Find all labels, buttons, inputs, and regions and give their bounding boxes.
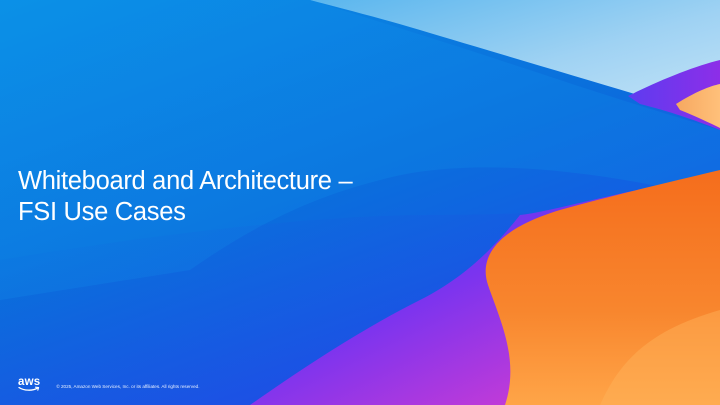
aws-logo-text: aws bbox=[18, 376, 41, 388]
orange-dune-shape bbox=[485, 170, 720, 405]
aws-logo: aws bbox=[18, 376, 41, 392]
dune-highlight-shape bbox=[600, 310, 720, 405]
copyright-notice: © 2025, Amazon Web Services, Inc. or its… bbox=[56, 383, 200, 389]
peach-ridge-shape bbox=[676, 84, 720, 128]
aws-smile-icon bbox=[18, 386, 40, 391]
sky-shape bbox=[310, 0, 720, 120]
slide-title-line-2: FSI Use Cases bbox=[18, 198, 186, 226]
slide-footer: aws © 2025, Amazon Web Services, Inc. or… bbox=[18, 376, 200, 392]
blue-flow-shape bbox=[0, 0, 720, 300]
slide-title-line-1: Whiteboard and Architecture – bbox=[18, 167, 353, 195]
slide-title: Whiteboard and Architecture – FSI Use Ca… bbox=[18, 166, 353, 228]
